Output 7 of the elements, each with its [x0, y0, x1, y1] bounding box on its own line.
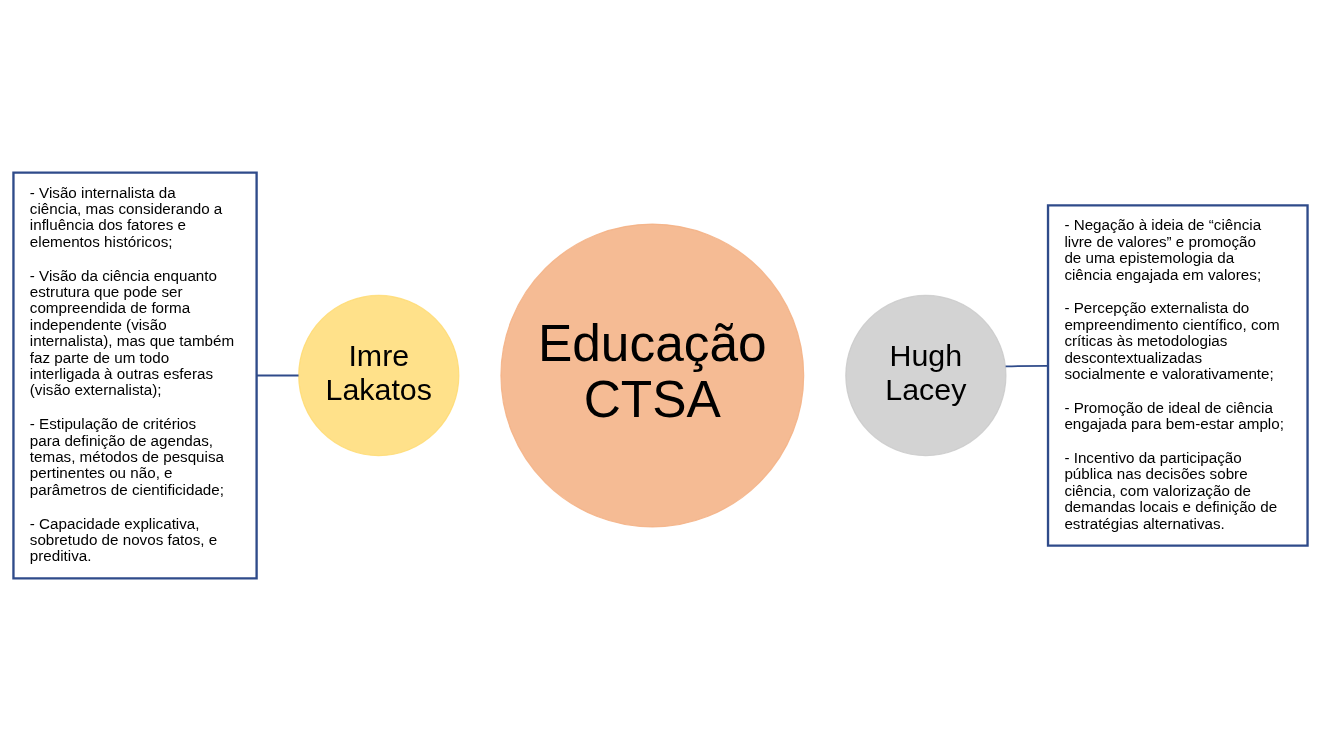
node-circle: Educação CTSA	[500, 223, 805, 528]
node-circle: Hugh Lacey	[845, 294, 1007, 457]
connector	[1004, 365, 1049, 368]
node-box: - Visão internalista da ciência, mas considerando a influência dos fatores e elementos históricos; - Visão da ciência enquanto estrutura que pode ser compreendida de forma independente (visão internalista), mas que também faz parte de um todo interligada à outras esferas (visão externalista); - Estipulação de critérios para definição de agendas, temas, métodos de pesquisa pertinentes ou não, e parâmetros de cientificidade; - Capacidade explicativa, sobretudo de novos fatos, e preditiva.	[12, 171, 258, 580]
node-box: - Negação à ideia de “ciência livre de valores” e promoção de uma epistemologia da ciência engajada em valores; - Percepção externalista do empreendimento científico, com críticas às metodologias descontextualizadas socialmente e valorativamente; - Promoção de ideal de ciência engajada para bem-estar amplo; - Incentivo da participação pública nas decisões sobre ciência, com valorização de demandas locais e definição de estratégias alternativas.	[1046, 204, 1309, 547]
node-circle: Imre Lakatos	[298, 294, 460, 457]
connector	[256, 374, 300, 377]
